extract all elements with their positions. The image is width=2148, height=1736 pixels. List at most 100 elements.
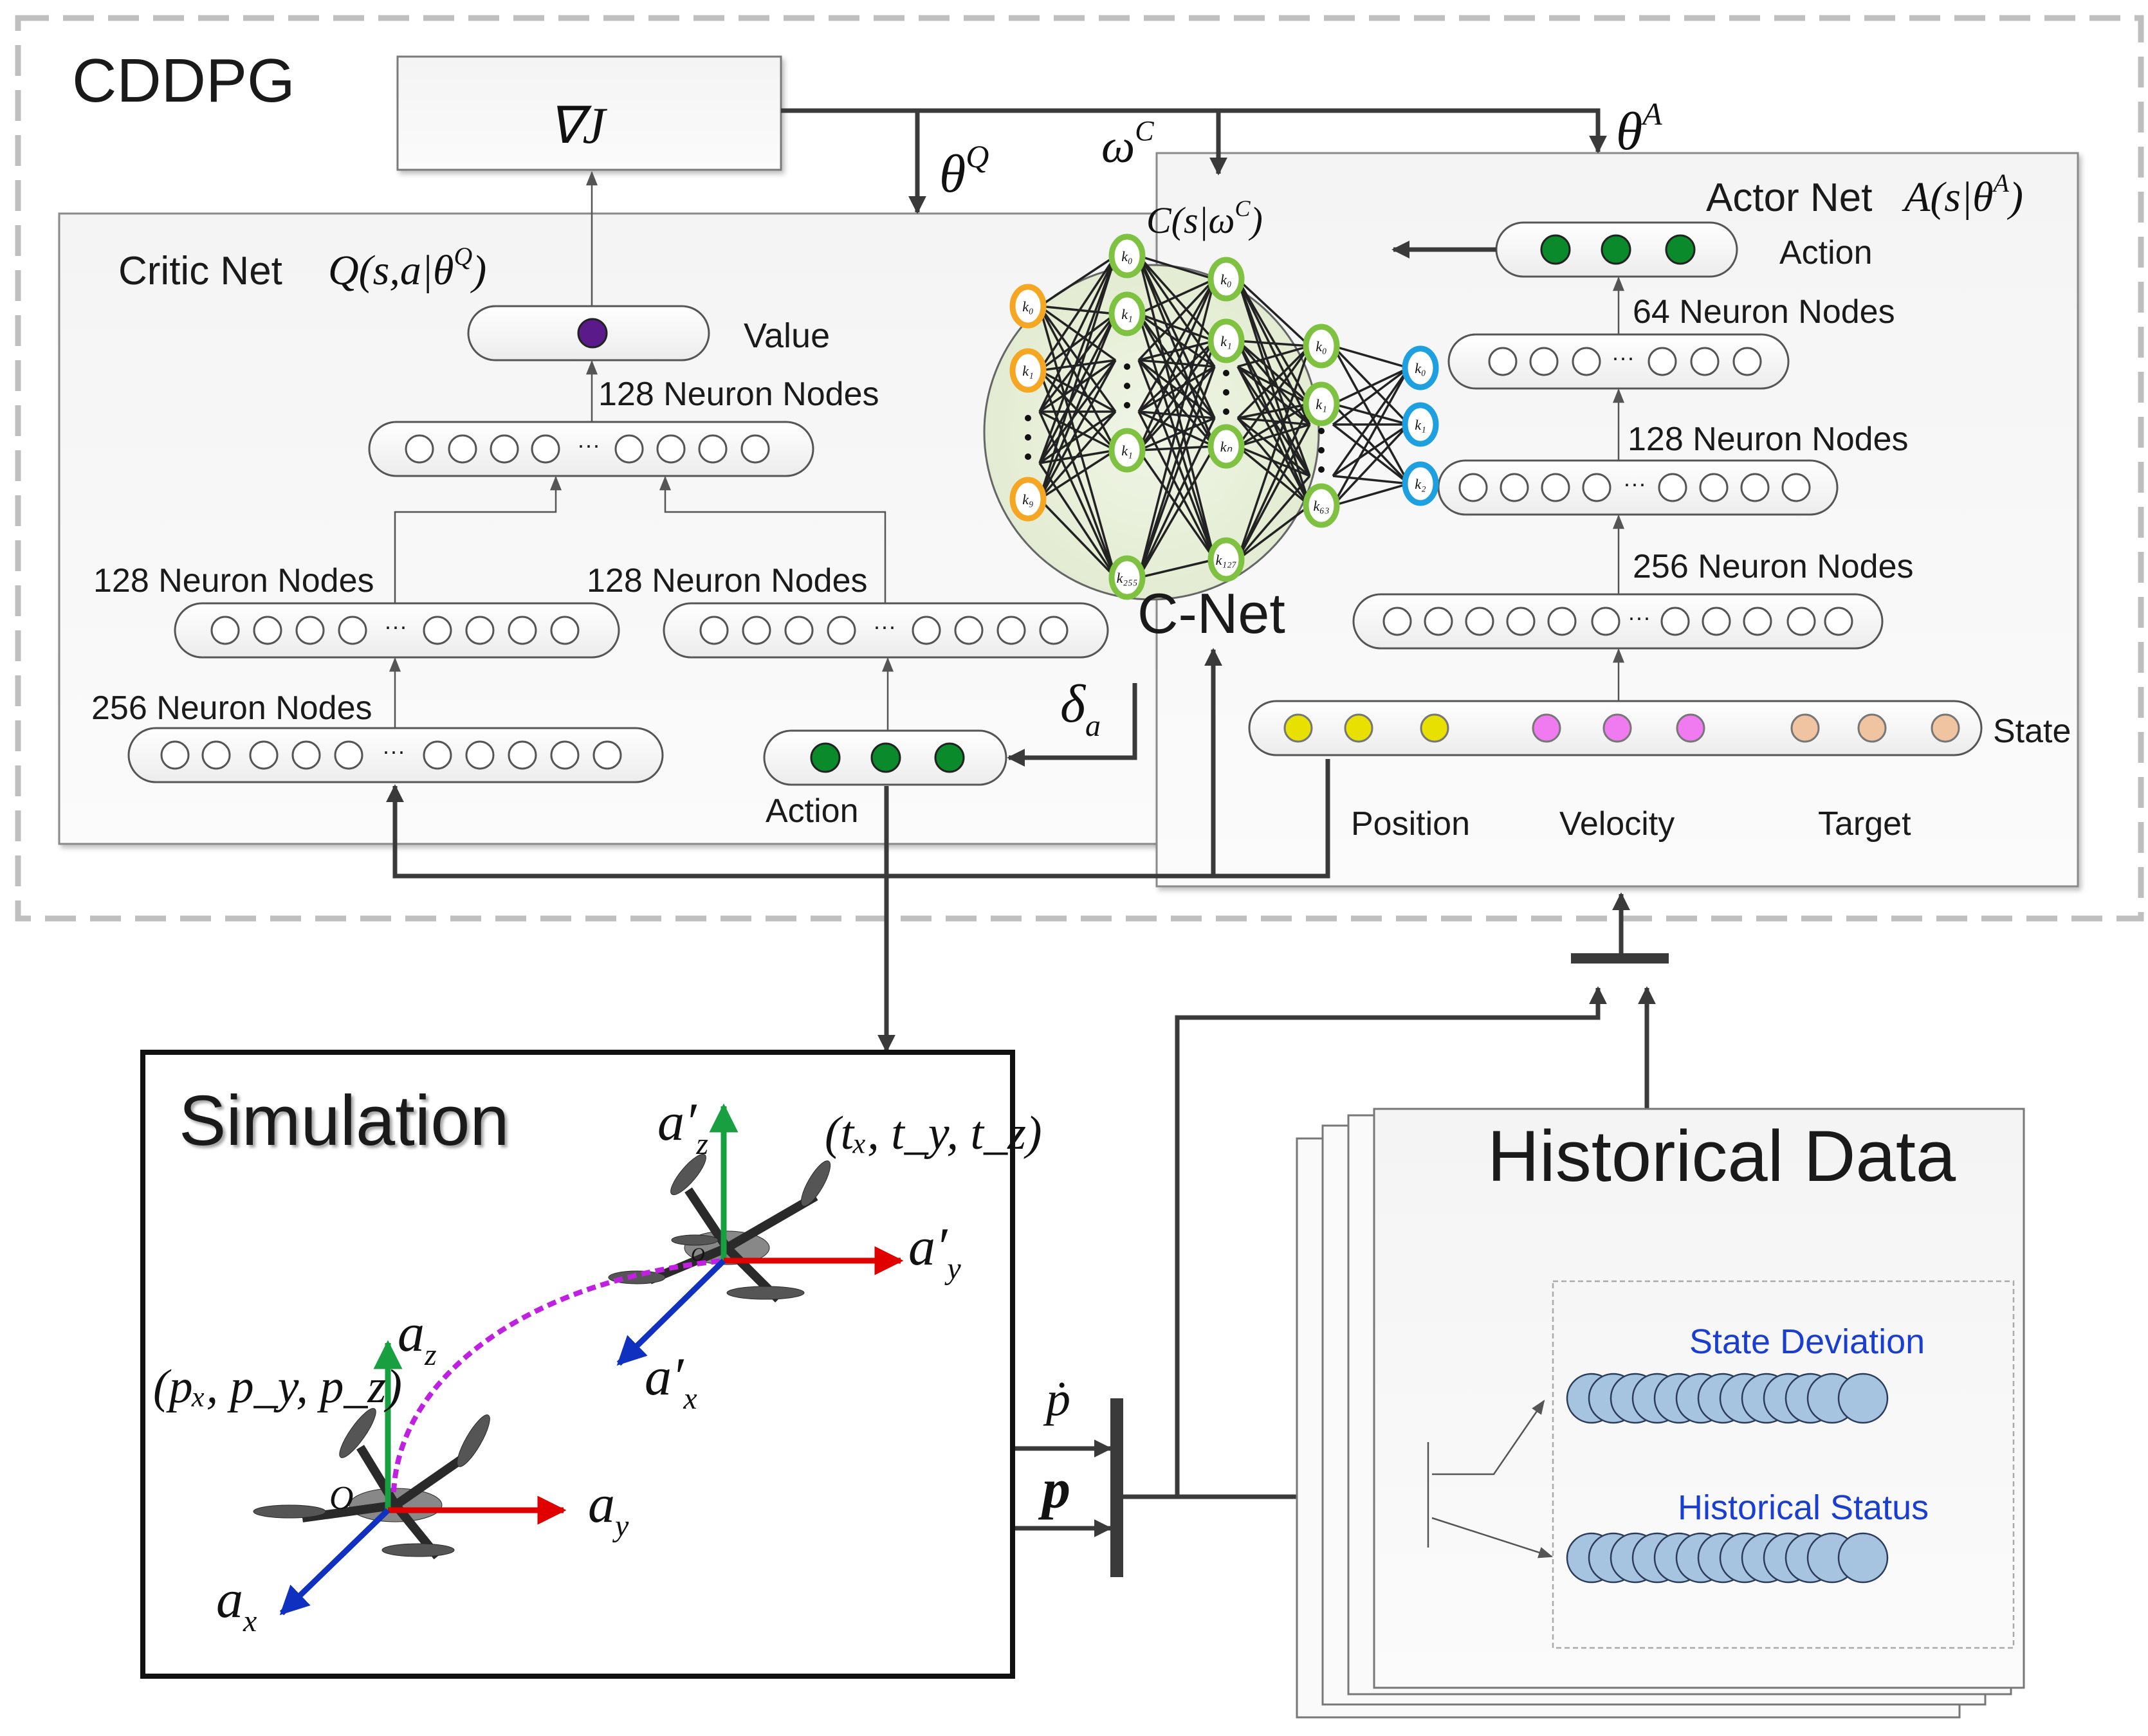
cnet-node-label: k₁ bbox=[1220, 333, 1231, 349]
cnet-edge bbox=[1138, 410, 1215, 419]
neuron-node bbox=[912, 616, 941, 645]
cnet-node-label: k₁ bbox=[1415, 417, 1426, 433]
ellipsis-dots: ··· bbox=[873, 613, 896, 639]
cnet-edge bbox=[1332, 423, 1410, 485]
cnet-edge bbox=[1236, 417, 1311, 507]
cnet-edge bbox=[1137, 279, 1216, 412]
cnet-ellipsis-dot bbox=[1223, 408, 1229, 415]
p-label: p bbox=[1038, 1458, 1070, 1521]
neuron-node bbox=[1786, 607, 1816, 636]
actor-target-label: Target bbox=[1818, 805, 1911, 843]
cnet-node-label: k₁ bbox=[1121, 443, 1132, 459]
cnet-edge bbox=[1332, 475, 1409, 485]
actor-title: Actor Net bbox=[1706, 176, 1872, 220]
cnet-node-label: k₆₃ bbox=[1313, 498, 1329, 514]
ax-label: ax bbox=[216, 1569, 257, 1638]
neuron-node bbox=[1658, 473, 1687, 502]
neuron-node bbox=[423, 740, 452, 770]
cnet-node-label: k₁ bbox=[1316, 396, 1326, 412]
cnet-edge bbox=[1332, 423, 1410, 507]
cnet-ellipsis-dot bbox=[1223, 389, 1229, 396]
cnet-edge bbox=[1137, 360, 1216, 560]
cnet-edge bbox=[1137, 417, 1216, 578]
neuron-node bbox=[201, 740, 231, 770]
neuron-node bbox=[1699, 473, 1729, 502]
neuron-node-circles: ····················· bbox=[160, 344, 1853, 770]
cnet-edge bbox=[1138, 410, 1215, 448]
neuron-node bbox=[1732, 347, 1762, 376]
target-drone-image bbox=[608, 1153, 831, 1302]
cnet-node bbox=[1303, 381, 1340, 426]
neuron-node bbox=[405, 434, 434, 464]
neuron-node bbox=[508, 616, 537, 645]
ellipsis-dots: ··· bbox=[384, 613, 407, 639]
cnet-node-label: k₀ bbox=[1022, 298, 1033, 315]
cnet-edge bbox=[1236, 417, 1311, 477]
critic-state-branch-label: 128 Neuron Nodes bbox=[93, 562, 374, 599]
cnet-edge bbox=[1038, 498, 1117, 579]
cnet-connections bbox=[1038, 255, 1410, 579]
actor-formula: A(s|θA) bbox=[1902, 169, 2023, 221]
neuron-node bbox=[784, 616, 814, 645]
historical-inner-frame bbox=[1552, 1280, 2015, 1649]
theta-a-label: θA bbox=[1616, 96, 1662, 161]
neuron-node bbox=[1458, 473, 1488, 502]
actor-action-output bbox=[1495, 221, 1738, 278]
cnet-edge bbox=[1039, 305, 1116, 315]
cnet-edge bbox=[1137, 411, 1216, 560]
cnet-node-label: k₁₂₇ bbox=[1216, 552, 1237, 568]
cnet-edge bbox=[1137, 255, 1216, 419]
ellipsis-dots: ··· bbox=[382, 738, 405, 764]
ellipsis-dots: ··· bbox=[1628, 604, 1651, 630]
actor-state-input bbox=[1248, 700, 1983, 756]
simulation-box bbox=[140, 1050, 1015, 1679]
cnet-ellipsis-dot bbox=[1124, 402, 1130, 408]
cnet-edge bbox=[1137, 450, 1216, 560]
actor-state-label: State bbox=[1993, 713, 2071, 750]
neuron-node bbox=[592, 740, 622, 770]
neuron-node bbox=[1506, 607, 1536, 636]
merge-bar-bottom bbox=[1110, 1398, 1123, 1577]
gradient-label: ∇J bbox=[548, 98, 608, 154]
critic-formula: Q(s,a|θQ) bbox=[328, 242, 486, 294]
cnet-edge bbox=[1137, 366, 1216, 578]
neuron-node bbox=[1465, 607, 1494, 636]
neuron-node bbox=[742, 616, 771, 645]
cnet-edge bbox=[1332, 482, 1409, 507]
cnet-edge bbox=[1137, 340, 1216, 451]
neuron-node bbox=[160, 740, 190, 770]
cnet-edge bbox=[1237, 417, 1310, 426]
start-coord-label: (pₓ, p_y, p_z) bbox=[153, 1360, 402, 1413]
neuron-node bbox=[465, 740, 495, 770]
trajectory-path bbox=[391, 1258, 724, 1493]
cnet-edge bbox=[1039, 255, 1116, 307]
cnet-edge bbox=[1039, 410, 1116, 452]
p-dot-label: ṗ bbox=[1043, 1372, 1070, 1426]
cnet-node-label: k₀ bbox=[1316, 338, 1326, 354]
cnet-node bbox=[1009, 477, 1047, 522]
neuron-node bbox=[1781, 473, 1811, 502]
cnet-edge bbox=[1236, 278, 1311, 347]
critic-input-layer-label: 256 Neuron Nodes bbox=[91, 690, 372, 727]
cnet-node bbox=[1207, 257, 1245, 302]
cnet-edge bbox=[1137, 255, 1216, 367]
historical-rows bbox=[1566, 1373, 1889, 1584]
cnet-node-label: kₙ bbox=[1220, 439, 1233, 455]
neuron-node bbox=[1500, 473, 1529, 502]
cnet-edge bbox=[1236, 365, 1311, 426]
cnet-edge bbox=[1039, 369, 1116, 413]
gradient-box bbox=[396, 55, 782, 171]
history-sample bbox=[1837, 1532, 1889, 1584]
neuron-node bbox=[699, 616, 729, 645]
cnet-node bbox=[1207, 537, 1245, 582]
neuron-node bbox=[1740, 473, 1770, 502]
historical-data-stack bbox=[1296, 1108, 2025, 1719]
cnet-edge bbox=[1038, 359, 1117, 464]
cnet-ellipsis-dot bbox=[1025, 415, 1031, 421]
cnet-node bbox=[1009, 348, 1047, 393]
cnet-edge bbox=[1138, 359, 1215, 368]
neuron-node bbox=[1547, 607, 1577, 636]
neuron-node bbox=[338, 616, 367, 645]
ay-prime-label: a′y bbox=[908, 1217, 961, 1286]
neuron-node bbox=[740, 434, 770, 464]
